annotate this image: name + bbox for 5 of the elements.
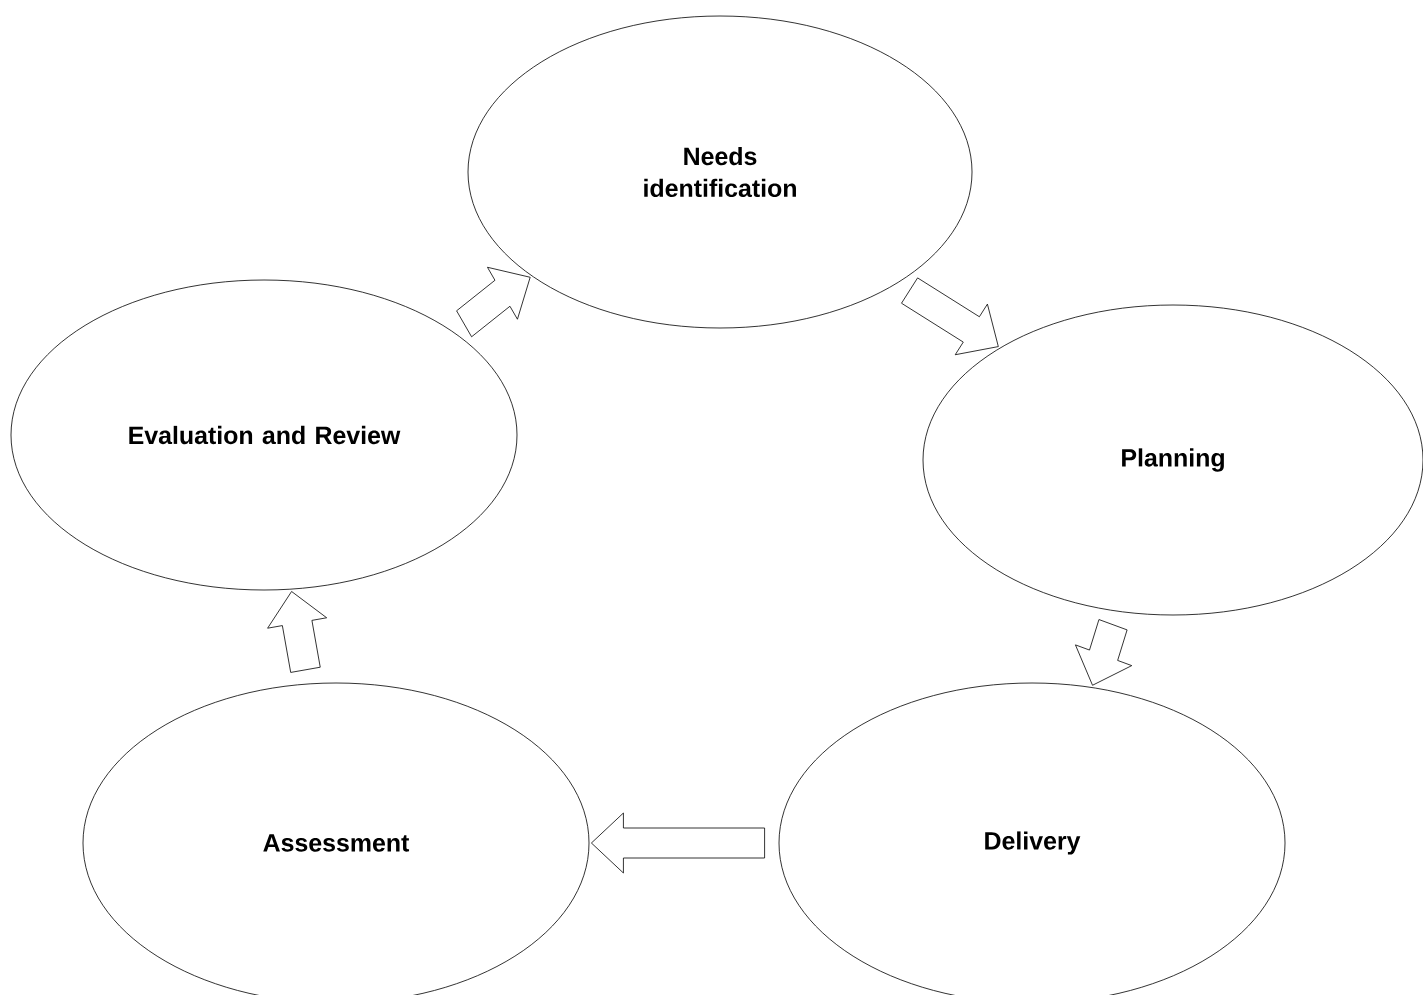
block-arrow: [456, 266, 531, 338]
block-arrow: [901, 277, 999, 356]
block-arrow: [591, 812, 765, 874]
block-arrow: [1075, 619, 1133, 686]
block-arrow: [267, 591, 328, 673]
